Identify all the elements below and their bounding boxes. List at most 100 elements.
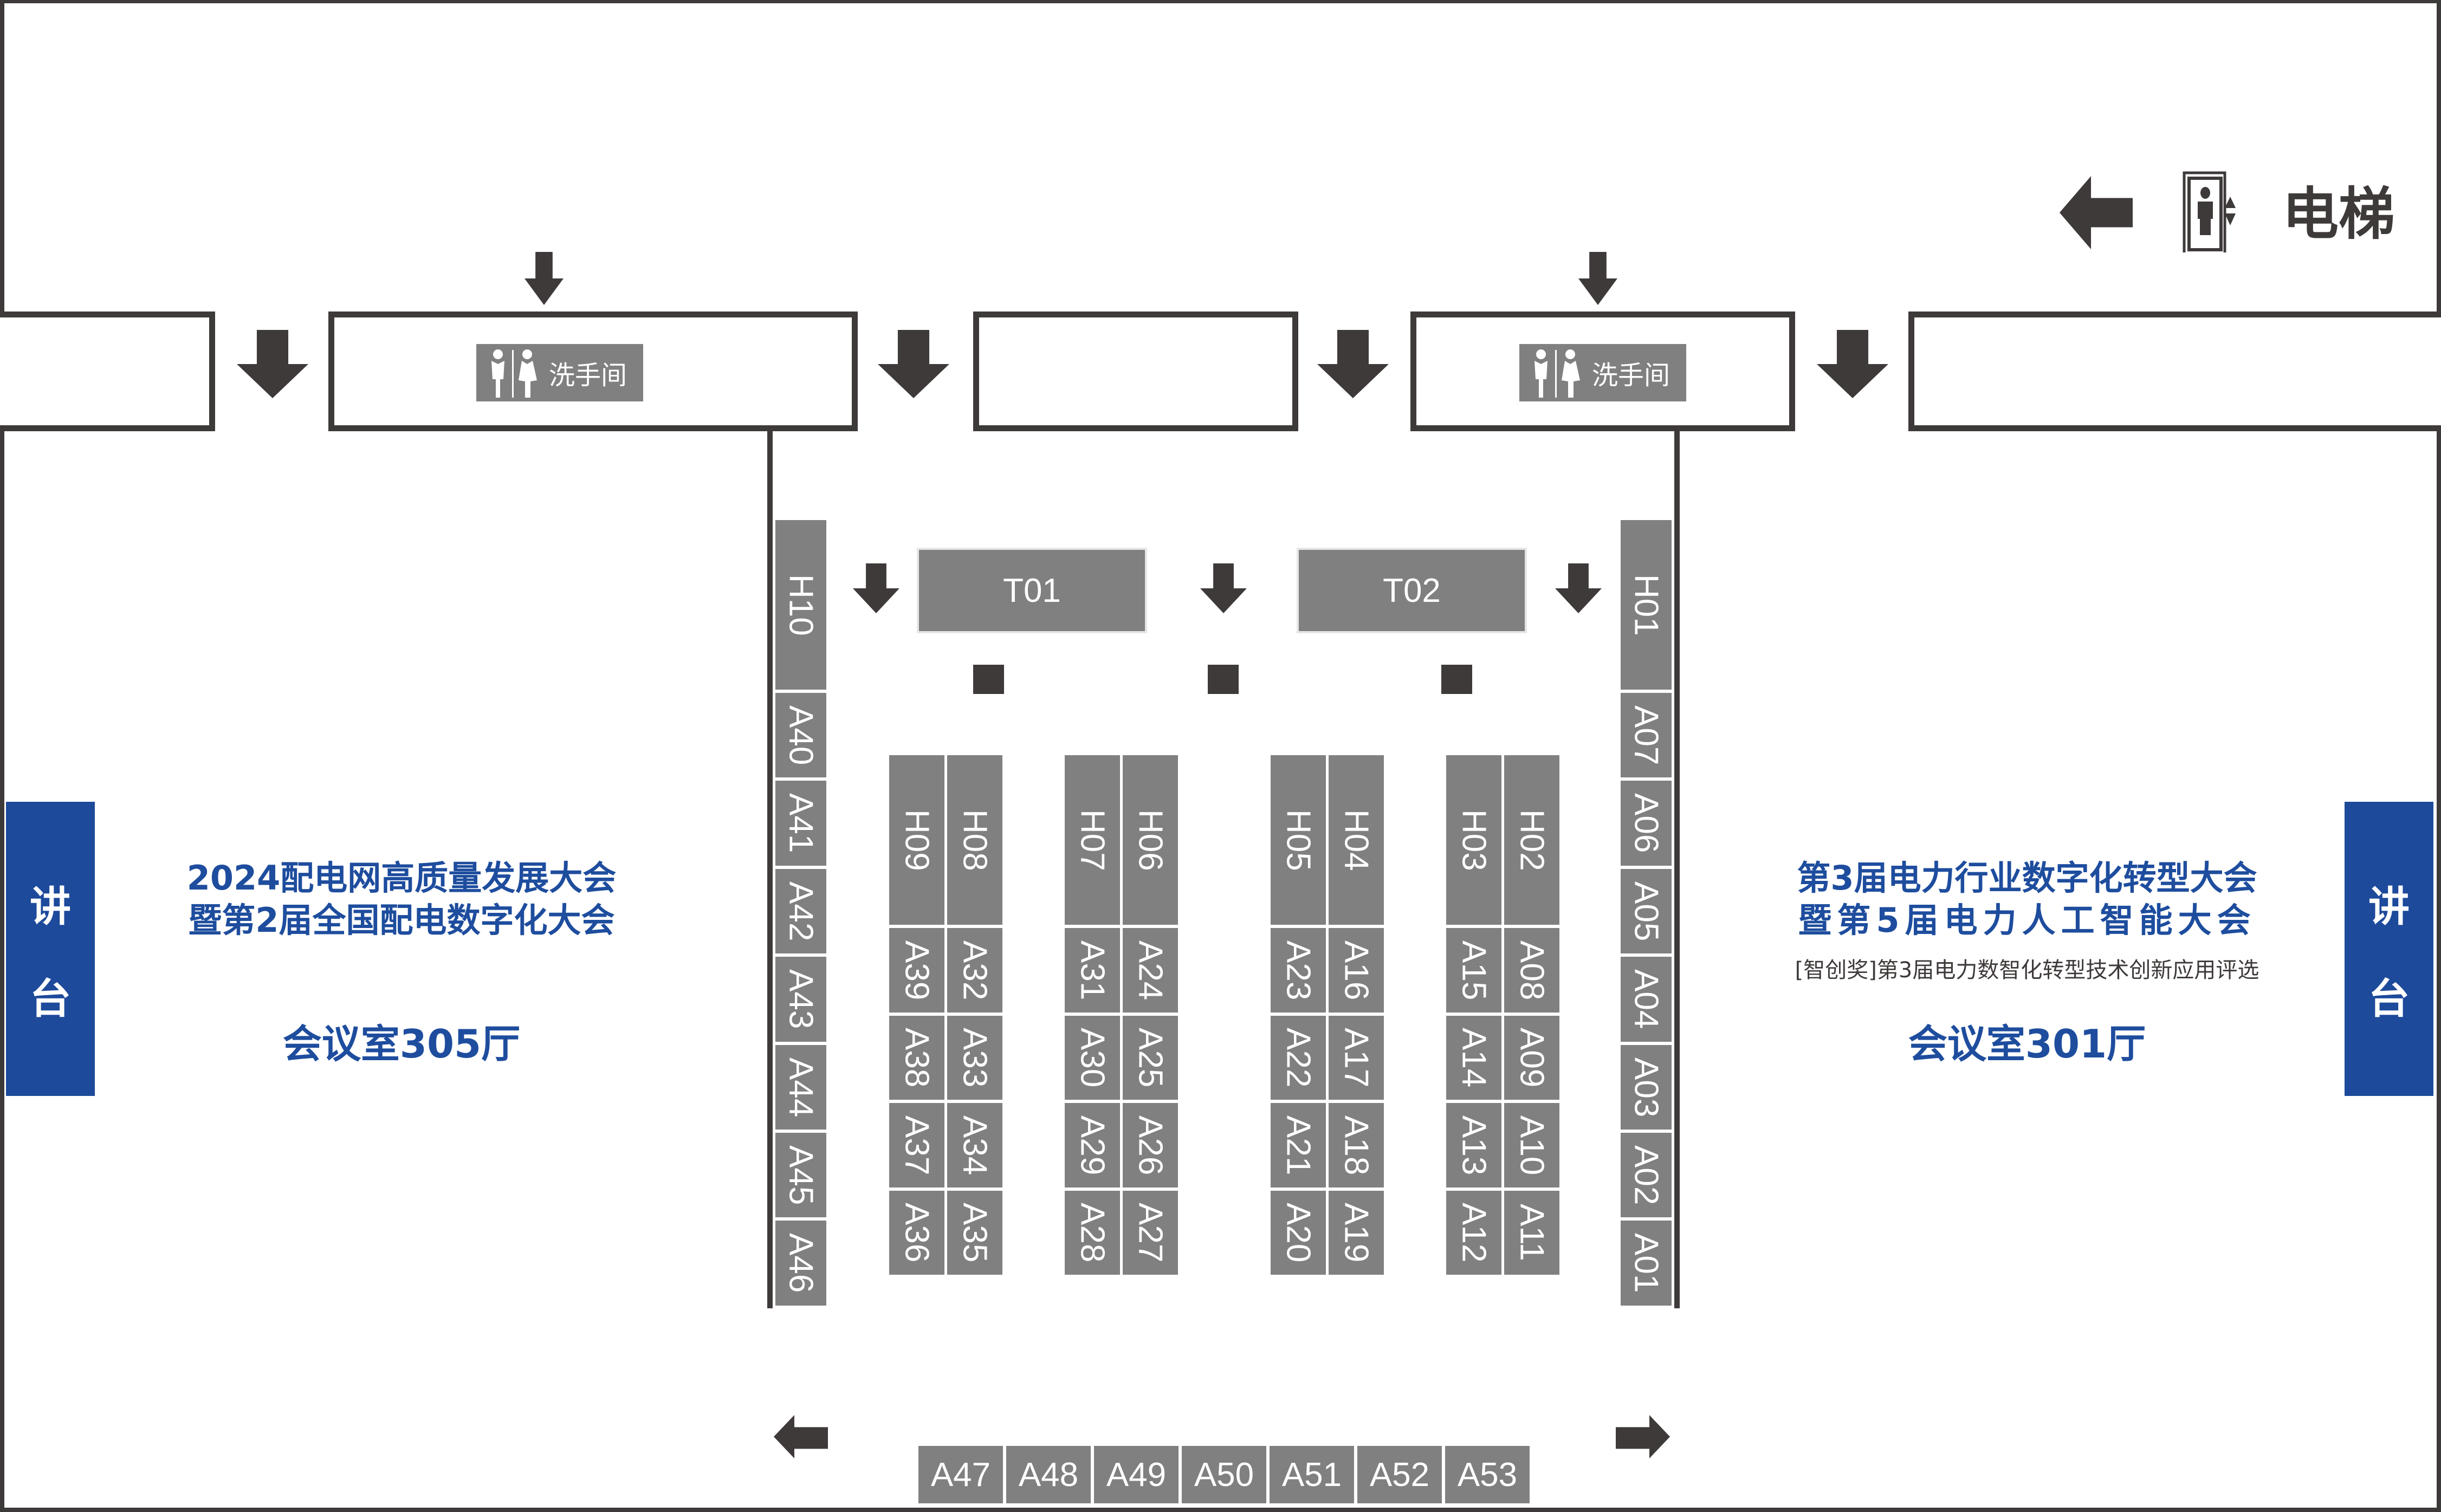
- booth-a39[interactable]: A39: [888, 926, 946, 1014]
- left-room-line1: 2024配电网高质量发展大会: [186, 858, 617, 898]
- booth-a19[interactable]: A19: [1327, 1189, 1385, 1276]
- booth-a45[interactable]: A45: [774, 1131, 828, 1219]
- restroom-label: 洗手间: [1592, 360, 1671, 391]
- booth-a47[interactable]: A47: [917, 1444, 1005, 1505]
- booth-h10[interactable]: H10: [774, 518, 828, 691]
- booth-h07[interactable]: H07: [1063, 754, 1122, 926]
- restroom-sign-left: 洗手间: [476, 344, 643, 401]
- booth-a50[interactable]: A50: [1180, 1444, 1268, 1505]
- top-room-restroom-left: [328, 312, 858, 431]
- booth-a37[interactable]: A37: [888, 1101, 946, 1189]
- elevator-label: 电梯: [2282, 181, 2395, 247]
- booth-h05[interactable]: H05: [1269, 754, 1328, 926]
- booth-a38[interactable]: A38: [888, 1014, 946, 1101]
- booth-a42[interactable]: A42: [774, 867, 828, 956]
- down-arrow-icon: [525, 252, 564, 305]
- down-arrow-icon: [1200, 563, 1247, 613]
- booth-a08[interactable]: A08: [1503, 926, 1561, 1014]
- podium-char: 台: [30, 974, 71, 1023]
- booth-a41[interactable]: A41: [774, 779, 828, 867]
- booth-a31[interactable]: A31: [1063, 926, 1122, 1014]
- podium-char: 讲: [30, 882, 71, 931]
- booth-h03[interactable]: H03: [1445, 754, 1503, 926]
- right-room-event-title: 第3届电力行业数字化转型大会 暨第5届电力人工智能大会: [1797, 857, 2257, 942]
- aisle-line-left: [767, 428, 773, 1308]
- restroom-icon: [1534, 349, 1580, 398]
- table-t01[interactable]: T01: [917, 548, 1147, 633]
- booth-a14[interactable]: A14: [1445, 1014, 1503, 1101]
- right-room-line1: 第3届电力行业数字化转型大会: [1797, 858, 2257, 898]
- booth-a49[interactable]: A49: [1092, 1444, 1180, 1505]
- booth-a18[interactable]: A18: [1327, 1101, 1385, 1189]
- booth-h09[interactable]: H09: [888, 754, 946, 926]
- left-room-event-title: 2024配电网高质量发展大会 暨第2届全国配电数字化大会: [187, 857, 617, 942]
- left-arrow-icon: [2060, 176, 2133, 249]
- booth-a36[interactable]: A36: [888, 1189, 946, 1276]
- podium-left: 讲 台: [6, 802, 95, 1096]
- booth-a20[interactable]: A20: [1269, 1189, 1328, 1276]
- down-arrow-icon: [1817, 330, 1888, 398]
- booth-a12[interactable]: A12: [1445, 1189, 1503, 1276]
- booth-a32[interactable]: A32: [946, 926, 1004, 1014]
- elevator-icon: [2183, 171, 2236, 252]
- booth-a15[interactable]: A15: [1445, 926, 1503, 1014]
- booth-a25[interactable]: A25: [1121, 1014, 1180, 1101]
- booth-a05[interactable]: A05: [1619, 867, 1673, 956]
- booth-a53[interactable]: A53: [1443, 1444, 1531, 1505]
- down-arrow-icon: [878, 330, 949, 398]
- restroom-sign-right: 洗手间: [1519, 344, 1686, 401]
- booth-a44[interactable]: A44: [774, 1043, 828, 1131]
- booth-a28[interactable]: A28: [1063, 1189, 1122, 1276]
- booth-a52[interactable]: A52: [1356, 1444, 1443, 1505]
- booth-a27[interactable]: A27: [1121, 1189, 1180, 1276]
- top-room-5: [1908, 312, 2441, 431]
- right-arrow-icon: [1616, 1415, 1670, 1458]
- right-room-name: 会议室301厅: [1908, 1021, 2146, 1067]
- booth-h02[interactable]: H02: [1503, 754, 1561, 926]
- aisle-line-right: [1674, 428, 1680, 1308]
- booth-a30[interactable]: A30: [1063, 1014, 1122, 1101]
- booth-a06[interactable]: A06: [1619, 779, 1673, 867]
- booth-a13[interactable]: A13: [1445, 1101, 1503, 1189]
- booth-a16[interactable]: A16: [1327, 926, 1385, 1014]
- booth-a02[interactable]: A02: [1619, 1131, 1673, 1219]
- booth-a22[interactable]: A22: [1269, 1014, 1328, 1101]
- booth-a17[interactable]: A17: [1327, 1014, 1385, 1101]
- booth-a33[interactable]: A33: [946, 1014, 1004, 1101]
- booth-a46[interactable]: A46: [774, 1219, 828, 1307]
- booth-a11[interactable]: A11: [1503, 1189, 1561, 1276]
- top-room-restroom-right: [1410, 312, 1795, 431]
- booth-a48[interactable]: A48: [1005, 1444, 1092, 1505]
- booth-a21[interactable]: A21: [1269, 1101, 1328, 1189]
- booth-a09[interactable]: A09: [1503, 1014, 1561, 1101]
- booth-a24[interactable]: A24: [1121, 926, 1180, 1014]
- right-room-line2: 暨第5届电力人工智能大会: [1798, 900, 2256, 940]
- booth-a03[interactable]: A03: [1619, 1043, 1673, 1131]
- left-arrow-icon: [774, 1415, 828, 1458]
- podium-right: 讲 台: [2345, 802, 2433, 1096]
- podium-char: 讲: [2368, 882, 2410, 931]
- restroom-label: 洗手间: [549, 360, 627, 391]
- booth-a40[interactable]: A40: [774, 691, 828, 780]
- table-t02[interactable]: T02: [1297, 548, 1527, 633]
- booth-h06[interactable]: H06: [1121, 754, 1180, 926]
- booth-a51[interactable]: A51: [1268, 1444, 1356, 1505]
- booth-a23[interactable]: A23: [1269, 926, 1328, 1014]
- down-arrow-icon: [1555, 563, 1602, 613]
- booth-a29[interactable]: A29: [1063, 1101, 1122, 1189]
- booth-a35[interactable]: A35: [946, 1189, 1004, 1276]
- left-room-name: 会议室305厅: [282, 1021, 521, 1067]
- booth-h04[interactable]: H04: [1327, 754, 1385, 926]
- right-room-award-line: [智创奖]第3届电力数智化转型技术创新应用评选: [1795, 958, 2259, 983]
- booth-a10[interactable]: A10: [1503, 1101, 1561, 1189]
- booth-h01[interactable]: H01: [1619, 518, 1673, 691]
- booth-a43[interactable]: A43: [774, 955, 828, 1043]
- booth-h08[interactable]: H08: [946, 754, 1004, 926]
- booth-a04[interactable]: A04: [1619, 955, 1673, 1043]
- booth-a26[interactable]: A26: [1121, 1101, 1180, 1189]
- booth-a01[interactable]: A01: [1619, 1219, 1673, 1307]
- pillar: [1208, 665, 1239, 694]
- booth-a34[interactable]: A34: [946, 1101, 1004, 1189]
- booth-a07[interactable]: A07: [1619, 691, 1673, 780]
